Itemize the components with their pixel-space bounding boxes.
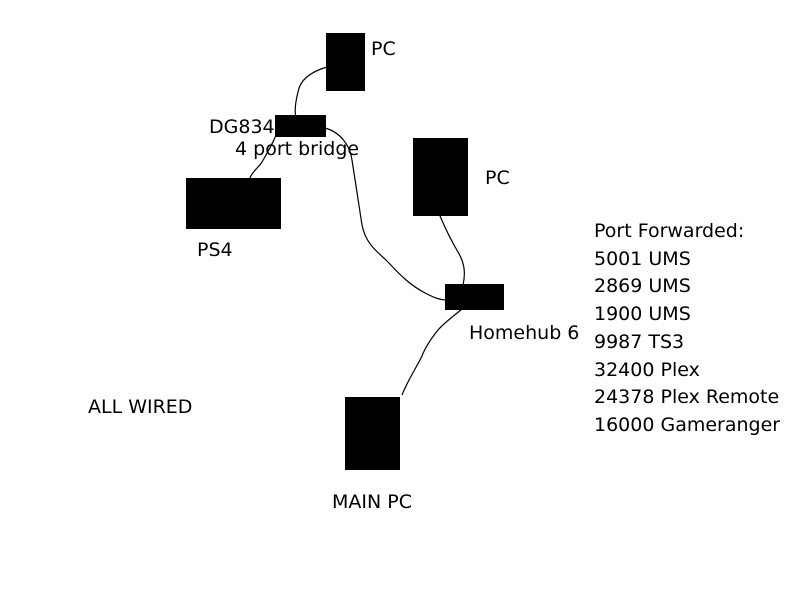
- port-entry: 1900 UMS: [594, 303, 691, 326]
- port-forwarded-title: Port Forwarded:: [594, 220, 745, 242]
- all-wired-label: ALL WIRED: [88, 396, 193, 418]
- pc-top-label: PC: [371, 38, 396, 60]
- homehub-node: [445, 284, 504, 310]
- main-pc-node: [345, 397, 400, 470]
- port-forwarded-list: Port Forwarded: 5001 UMS 2869 UMS 1900 U…: [594, 218, 780, 440]
- port-entry: 16000 Gameranger: [594, 413, 781, 436]
- homehub-label: Homehub 6: [469, 322, 580, 344]
- dg834-desc-label: 4 port bridge: [235, 138, 360, 160]
- port-entry: 2869 UMS: [594, 275, 691, 298]
- wire-homehub-to-main-pc: [401, 308, 463, 396]
- ps4-node: [186, 178, 281, 229]
- dg834-node: [275, 115, 326, 137]
- wire-dg834-to-ps4: [249, 134, 277, 179]
- port-entry: 9987 TS3: [594, 330, 685, 353]
- wire-pc-top-to-dg834: [294, 66, 328, 118]
- wire-pc-right-to-homehub: [439, 215, 465, 286]
- port-entry: 5001 UMS: [594, 247, 691, 270]
- port-entry: 32400 Plex: [594, 358, 700, 381]
- wire-dg834-to-homehub: [324, 127, 447, 301]
- dg834-label: DG834: [209, 116, 275, 138]
- port-entry: 24378 Plex Remote: [594, 386, 780, 409]
- pc-right-label: PC: [485, 167, 510, 189]
- pc-top-node: [326, 33, 365, 91]
- ps4-label: PS4: [197, 239, 233, 261]
- main-pc-label: MAIN PC: [332, 491, 412, 513]
- pc-right-node: [413, 138, 468, 216]
